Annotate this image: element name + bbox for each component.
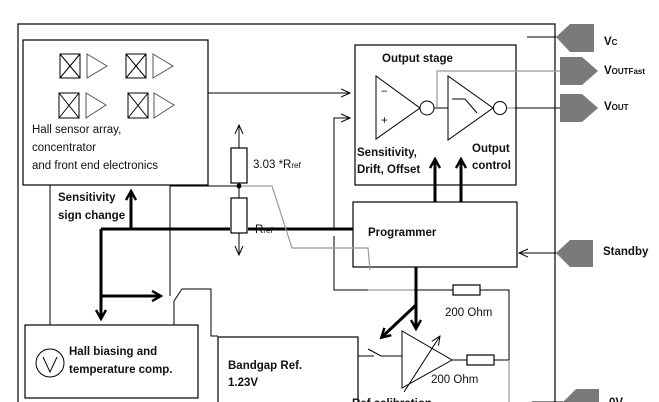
- resistor-lower: [230, 197, 248, 234]
- inverter-bubble-icon: [493, 101, 507, 115]
- sensitivity-sign-change-2: sign change: [58, 210, 125, 222]
- ref-calibration-label: Ref calibration: [352, 398, 432, 402]
- hall-sensor-label-3: and front end electronics: [32, 160, 158, 172]
- plus-sign: +: [381, 115, 388, 127]
- hall-biasing-block: Hall biasing and temperature comp.: [24, 324, 199, 399]
- pin-vout[interactable]: VOUT: [560, 94, 629, 122]
- switch-icon: [173, 288, 218, 337]
- pin-gnd[interactable]: 0V: [563, 389, 623, 402]
- control-arrow: [382, 303, 418, 337]
- programmer-block: Programmer: [352, 201, 518, 268]
- sensitivity-drift-label-1: Sensitivity,: [357, 147, 417, 159]
- hall-sensor-block: Hall sensor array, concentrator and fron…: [22, 39, 209, 186]
- svg-text:0V: 0V: [609, 397, 623, 402]
- switch-icon: [367, 348, 402, 357]
- hall-element-icon: [127, 92, 175, 119]
- sensitivity-sign-change-1: Sensitivity: [58, 192, 116, 204]
- output-stage-title: Output stage: [382, 53, 453, 65]
- resistor-upper: [230, 147, 248, 184]
- amplifier-icon: [375, 75, 421, 140]
- bandgap-label-1: Bandgap Ref.: [228, 360, 302, 372]
- hall-biasing-label-2: temperature comp.: [69, 364, 173, 376]
- svg-text:VOUTFast: VOUTFast: [604, 65, 645, 77]
- current-source-icon: [35, 348, 65, 378]
- tap-wire: [169, 185, 239, 296]
- calibration-amp-icon: [401, 330, 454, 389]
- voutfast-wire: [436, 70, 565, 108]
- output-control-label-1: Output: [472, 143, 510, 155]
- sensitivity-drift-label-2: Drift, Offset: [357, 164, 420, 176]
- feedback-wire: [333, 236, 368, 291]
- output-driver-icon: [447, 75, 494, 141]
- resistor-upper-label: 3.03 *Rref: [253, 159, 301, 171]
- hall-element-icon: [125, 53, 174, 79]
- programmer-label: Programmer: [368, 227, 437, 239]
- hall-sensor-label-2: concentrator: [32, 142, 96, 154]
- hall-sensor-label-1: Hall sensor array,: [32, 124, 121, 136]
- pin-voutfast[interactable]: VOUTFast: [560, 57, 645, 85]
- bandgap-label-2: 1.23V: [228, 377, 258, 389]
- resistor-lower-label: Rref: [255, 224, 273, 236]
- svg-text:VOUT: VOUT: [604, 101, 629, 113]
- bandgap-block: Bandgap Ref. 1.23V: [217, 336, 359, 402]
- minus-sign: −: [381, 86, 388, 98]
- pin-standby[interactable]: Standby: [556, 240, 649, 267]
- switch-icon: [452, 98, 478, 114]
- svg-text:VC: VC: [604, 36, 618, 48]
- adjust-arrow-icon: [403, 336, 440, 393]
- hall-biasing-label-1: Hall biasing and: [69, 346, 157, 358]
- output-control-label-2: control: [472, 160, 511, 172]
- resistor-200-bottom: [466, 354, 495, 366]
- hall-element-icon: [59, 53, 108, 79]
- resistor-200-bottom-label: 200 Ohm: [431, 374, 478, 386]
- feedback-wire: [333, 118, 350, 229]
- resistor-200-top: [452, 284, 481, 296]
- pin-vc[interactable]: VC: [556, 24, 618, 52]
- svg-text:Standby: Standby: [603, 246, 649, 258]
- hall-element-icon: [58, 92, 107, 119]
- tap-wire-grey: [241, 185, 371, 271]
- resistor-200-top-label: 200 Ohm: [445, 307, 492, 319]
